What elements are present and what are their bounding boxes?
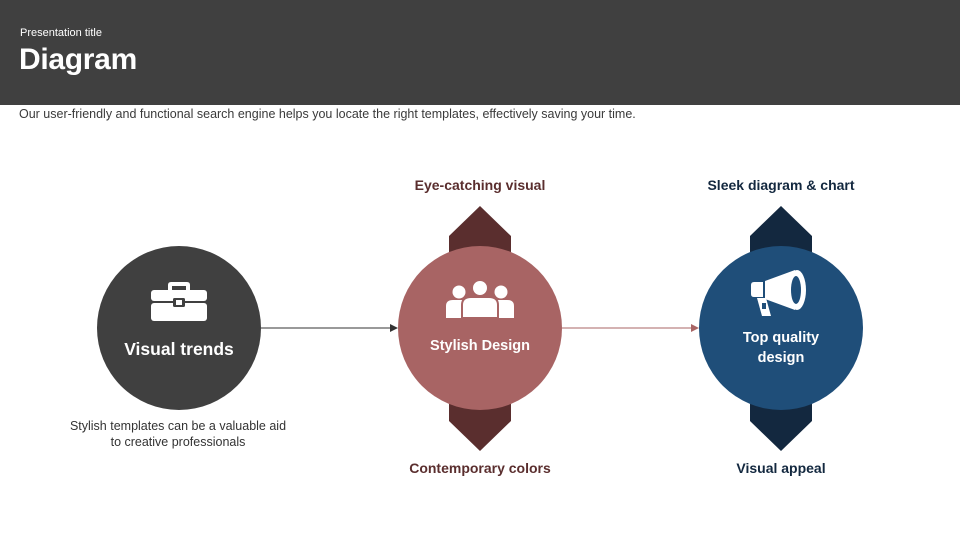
node-2-label: Stylish Design <box>430 338 530 354</box>
people-icon <box>446 279 514 319</box>
presentation-title: Presentation title <box>20 27 102 39</box>
header-bar: Presentation title Diagram <box>0 0 960 105</box>
page-title: Diagram <box>19 43 137 76</box>
megaphone-icon <box>751 270 806 316</box>
node-1-description: Stylish templates can be a valuable aid … <box>69 419 287 449</box>
node-1-label: Visual trends <box>124 339 234 359</box>
node-1-circle <box>97 246 261 410</box>
node-2-circle <box>398 246 562 410</box>
node-3-circle <box>699 246 863 410</box>
node-3-bottom-caption: Visual appeal <box>736 460 826 476</box>
node-3-top-caption: Sleek diagram & chart <box>707 177 855 193</box>
node-2-top-caption: Eye-catching visual <box>414 177 546 193</box>
node-3-label: Top quality design <box>742 330 820 366</box>
subtitle: Our user-friendly and functional search … <box>19 107 636 121</box>
node-2-bottom-caption: Contemporary colors <box>409 460 551 476</box>
briefcase-icon <box>151 282 207 321</box>
